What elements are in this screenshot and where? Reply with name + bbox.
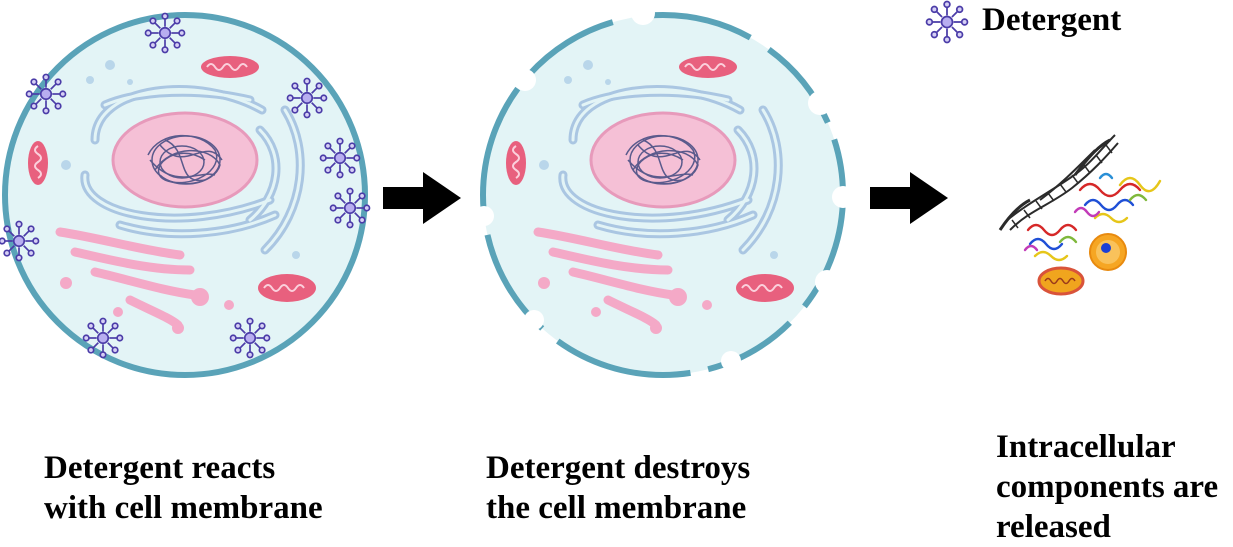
mitochondrion-icon — [1037, 266, 1085, 296]
detergent-micelle-icon — [329, 187, 371, 229]
arrow-right-icon — [383, 172, 461, 224]
arrow-right-icon — [870, 172, 948, 224]
caption-step-1: Detergent reacts with cell membrane — [44, 448, 323, 528]
caption-line: Detergent destroys — [486, 450, 751, 486]
detergent-micelle-icon — [0, 220, 40, 262]
detergent-micelle-icon — [925, 0, 969, 44]
protein-icon — [1023, 223, 1078, 262]
protein-icon — [1073, 172, 1162, 224]
detergent-micelle-icon — [229, 317, 271, 359]
legend-label: Detergent — [982, 2, 1122, 38]
released-components — [998, 134, 1162, 296]
caption-line: with cell membrane — [44, 490, 323, 526]
cell-intact — [0, 12, 371, 378]
dna-helix-icon — [998, 134, 1119, 231]
detergent-micelle-icon — [82, 317, 124, 359]
caption-line: released — [996, 509, 1111, 545]
caption-line: Detergent reacts — [44, 450, 276, 486]
detergent-micelle-icon — [144, 12, 186, 54]
detergent-micelle-icon — [286, 77, 328, 119]
caption-line: the cell membrane — [486, 490, 747, 526]
detergent-micelle-icon — [25, 73, 67, 115]
caption-line: components are — [996, 469, 1219, 505]
caption-line: Intracellular — [996, 429, 1176, 465]
cell-damaged — [474, 1, 854, 378]
detergent-micelle-icon — [319, 137, 361, 179]
caption-step-3: Intracellular components are released — [996, 427, 1218, 547]
caption-step-2: Detergent destroys the cell membrane — [486, 448, 750, 528]
